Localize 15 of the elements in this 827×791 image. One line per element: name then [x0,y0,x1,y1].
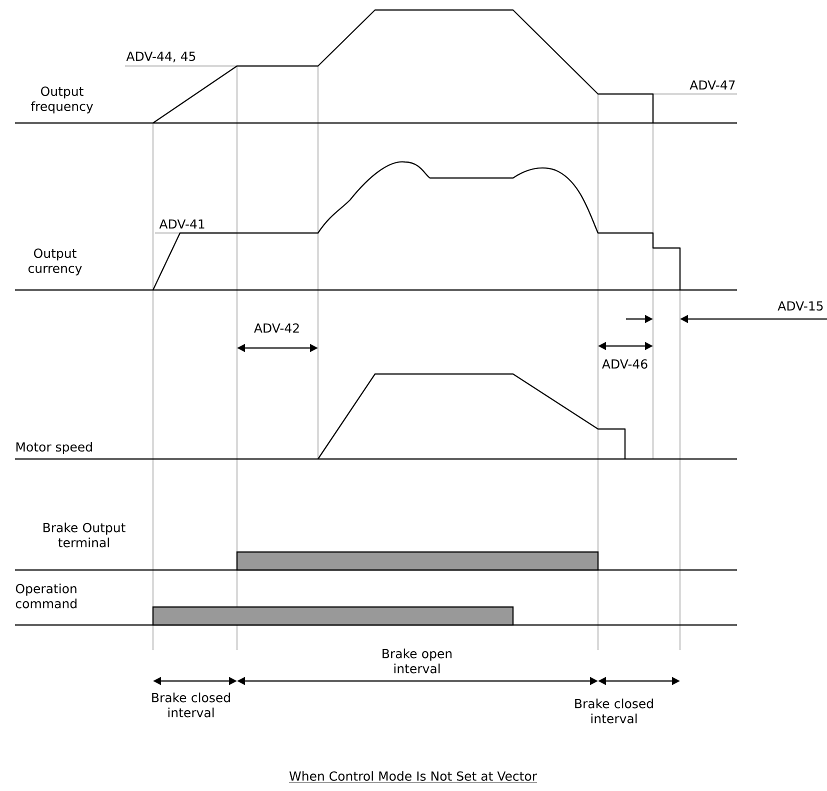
value-label: ADV-15 [778,301,823,311]
value-label: ADV-46 [602,359,648,369]
signal-name: Brake Output terminal [44,522,126,548]
signal-name: Operation command [16,584,76,608]
interval-label: Brake open interval [382,648,452,674]
value-label: ADV-47 [690,80,735,90]
caption: When Control Mode Is Not Set at Vector [288,771,538,782]
interval-label: Brake closed interval [575,698,653,724]
signal-name: Output frequency [30,86,93,114]
signal-name: Output currency [28,248,82,276]
signal-name: Motor speed [16,442,92,454]
value-label: ADV-44, 45 [126,52,196,62]
interval-label: Brake closed interval [152,692,230,718]
value-label: ADV-42 [254,323,299,333]
value-label: ADV-41 [159,219,204,229]
